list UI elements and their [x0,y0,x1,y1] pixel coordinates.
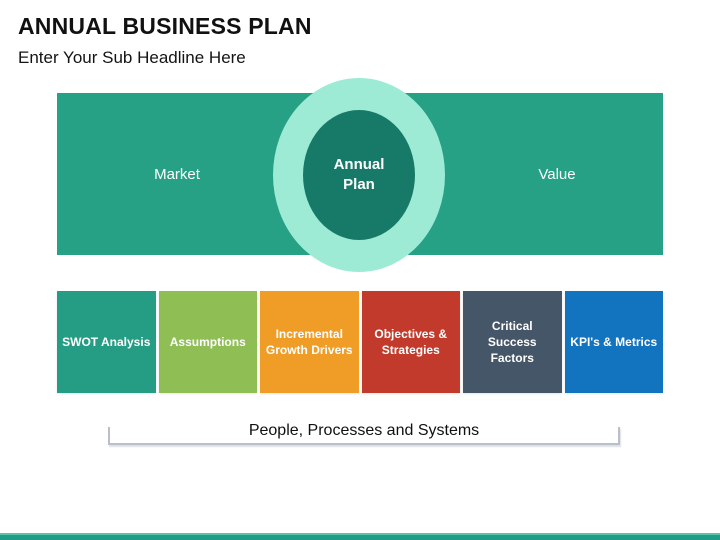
market-label: Market [154,165,200,183]
annual-plan-ring: Annual Plan [273,78,445,272]
box-objectives-strategies: Objectives & Strategies [361,291,460,393]
box-assumptions: Assumptions [158,291,257,393]
page-title: ANNUAL BUSINESS PLAN [18,13,312,39]
sub-headline: Enter Your Sub Headline Here [18,48,246,67]
bracket-label: People, Processes and Systems [248,422,480,439]
category-boxes-row: SWOT Analysis Assumptions Incremental Gr… [57,291,663,393]
annual-plan-label: Annual Plan [333,155,385,193]
bottom-bracket [108,427,620,445]
annual-plan-circle: Annual Plan [303,110,415,240]
value-label: Value [538,165,576,183]
box-swot-analysis: SWOT Analysis [57,291,156,393]
box-kpis-metrics: KPI's & Metrics [564,291,663,393]
footer-accent-bar [0,533,720,540]
box-critical-success-factors: Critical Success Factors [463,291,562,393]
box-incremental-growth-drivers: Incremental Growth Drivers [260,291,359,393]
